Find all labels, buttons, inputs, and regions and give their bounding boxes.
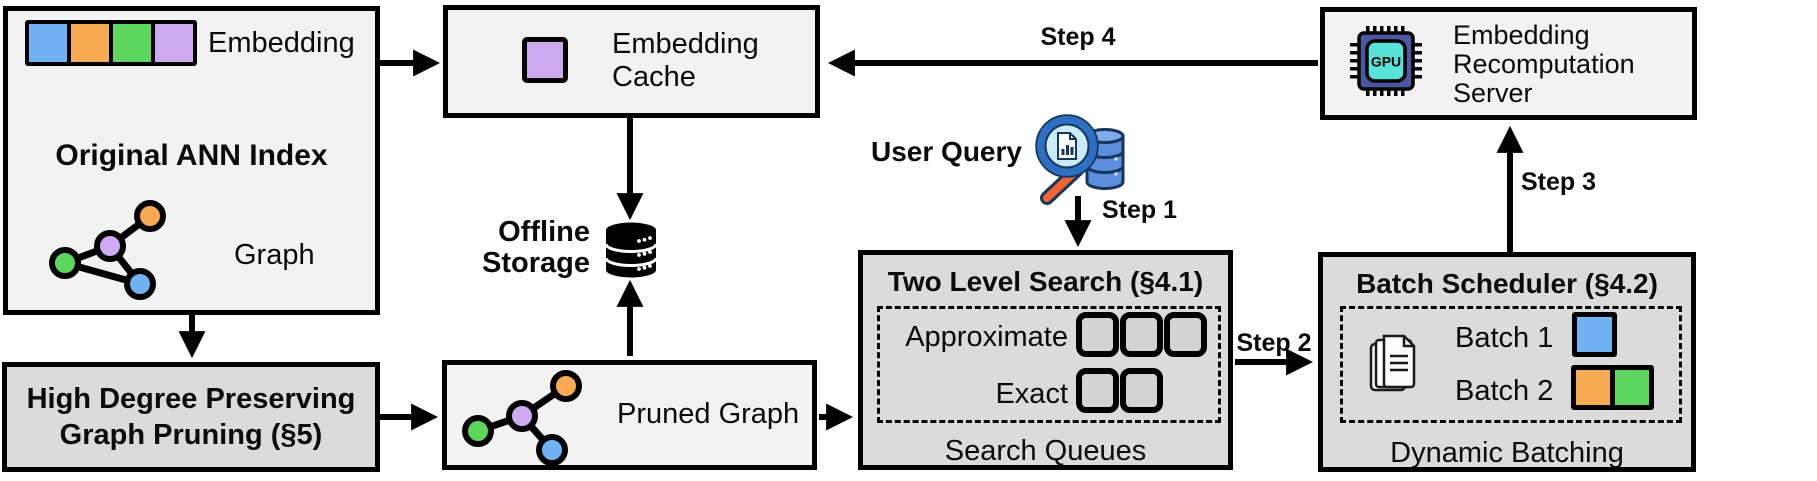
embedding-cell-green (109, 24, 151, 62)
approximate-queue-slots (1076, 312, 1207, 357)
step-4-label: Step 4 (1040, 23, 1116, 51)
pruned-node-orange (550, 370, 582, 402)
queue-slot (1076, 368, 1119, 413)
batch2-embeddings (1571, 365, 1654, 410)
cached-embedding-icon (522, 37, 568, 83)
batch1-label: Batch 1 (1455, 322, 1554, 354)
batch2-label: Batch 2 (1455, 375, 1554, 407)
user-query-label: User Query (871, 136, 1022, 167)
embedding-cell-purple (151, 24, 193, 62)
recomputation-server-label: Embedding Recomputation Server (1453, 20, 1635, 108)
pruned-node-purple (506, 400, 538, 432)
embedding-cell-orange (67, 24, 109, 62)
queue-slot (1120, 368, 1163, 413)
pruned-graph-label: Pruned Graph (617, 398, 800, 430)
offline-storage-label: Offline Storage (458, 217, 590, 279)
query-search-icon (1035, 114, 1125, 205)
original-ann-index-box: Embedding Original ANN Index Graph (3, 6, 380, 315)
embedding-cache-label: Embedding Cache (612, 28, 759, 93)
batch-scheduler-box: Batch Scheduler (§4.2) Batch 1 Batch 2 D… (1318, 252, 1696, 472)
high-degree-pruning-title-line1: High Degree Preserving (26, 383, 356, 415)
graph-node-blue (124, 268, 156, 300)
graph-label: Graph (234, 239, 315, 271)
step-2-label: Step 2 (1236, 329, 1312, 357)
embedding-label: Embedding (208, 27, 355, 59)
recomputation-server-box: GPU Embedding Recomputation Server (1320, 7, 1697, 120)
queue-slot (1076, 312, 1119, 357)
original-ann-index-title: Original ANN Index (55, 139, 328, 172)
batch1-embedding-blue (1572, 312, 1617, 357)
gpu-chip-label: GPU (1371, 54, 1401, 70)
graph-node-orange (134, 200, 166, 232)
embedding-vector-icon (25, 20, 197, 66)
two-level-search-box: Two Level Search (§4.1) Approximate Exac… (858, 250, 1233, 470)
batch2-embedding-green (1610, 365, 1654, 410)
exact-queue-slots (1076, 368, 1163, 413)
approximate-label: Approximate (905, 321, 1068, 353)
batch2-embedding-orange (1571, 365, 1615, 410)
embedding-cell-blue (29, 24, 67, 62)
exact-label: Exact (995, 378, 1068, 410)
pruned-graph-icon (462, 370, 582, 466)
pruned-graph-box: Pruned Graph (442, 360, 817, 470)
graph-node-purple (94, 230, 126, 262)
offline-storage-line2: Storage (482, 247, 590, 279)
embedding-cache-box: Embedding Cache (443, 5, 820, 118)
documents-icon (1369, 334, 1416, 392)
step-3-label: Step 3 (1521, 168, 1597, 196)
graph-node-green (49, 247, 81, 279)
gpu-chip-icon: GPU (1350, 26, 1422, 96)
pruned-node-green (462, 415, 494, 447)
two-level-search-title: Two Level Search (§4.1) (887, 266, 1204, 297)
search-queues-panel: Approximate Exact (877, 306, 1221, 423)
queue-slot (1120, 312, 1163, 357)
queue-slot (1164, 312, 1207, 357)
document-chart-glyph (1057, 132, 1077, 160)
offline-storage-database-icon (604, 222, 658, 278)
dynamic-batching-panel: Batch 1 Batch 2 (1340, 306, 1682, 423)
step-1-label: Step 1 (1102, 196, 1178, 224)
pruned-node-blue (536, 434, 568, 466)
offline-storage-line1: Offline (498, 216, 590, 248)
batch-scheduler-title: Batch Scheduler (§4.2) (1356, 268, 1658, 299)
search-queues-label: Search Queues (944, 435, 1147, 467)
graph-icon (49, 200, 166, 300)
high-degree-pruning-title-line2: Graph Pruning (§5) (59, 419, 323, 451)
high-degree-pruning-box: High Degree Preserving Graph Pruning (§5… (2, 362, 380, 472)
dynamic-batching-label: Dynamic Batching (1390, 437, 1624, 469)
